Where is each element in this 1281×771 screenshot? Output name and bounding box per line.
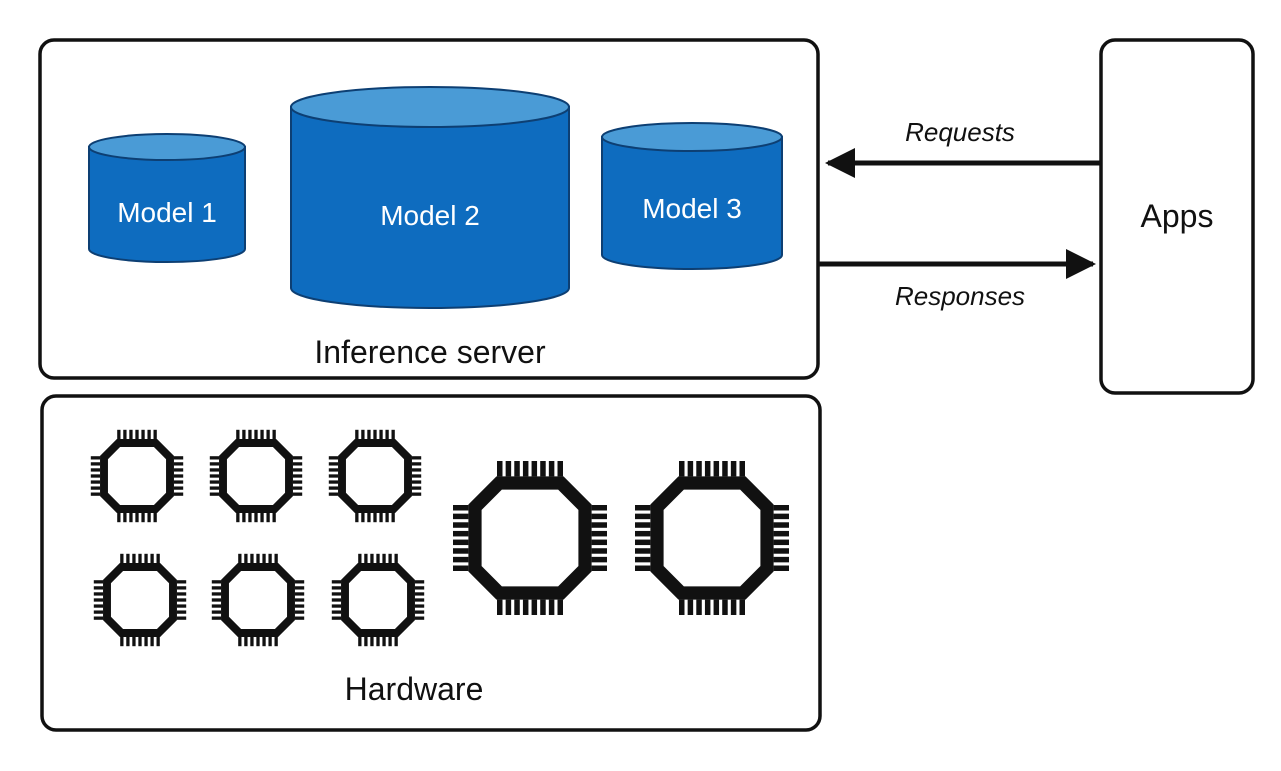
apps-box: Apps bbox=[1099, 38, 1255, 395]
model-2-cylinder: Model 2 bbox=[290, 86, 570, 309]
model-1-label: Model 1 bbox=[117, 197, 217, 228]
hardware-box: Hardware bbox=[40, 394, 822, 732]
model-1-cylinder: Model 1 bbox=[88, 133, 246, 263]
chip-icon bbox=[90, 429, 184, 523]
chip-icon bbox=[328, 429, 422, 523]
model-3-label: Model 3 bbox=[642, 193, 742, 224]
requests-label: Requests bbox=[905, 117, 1015, 147]
model-3-cylinder: Model 3 bbox=[601, 122, 783, 270]
chip-icon bbox=[93, 553, 187, 647]
inference-server-label: Inference server bbox=[314, 334, 546, 370]
chip-icon bbox=[331, 553, 425, 647]
chip-icon bbox=[209, 429, 303, 523]
model-2-label: Model 2 bbox=[380, 200, 480, 231]
responses-arrow: Responses bbox=[818, 249, 1096, 311]
chip-icon bbox=[211, 553, 305, 647]
requests-arrow: Requests bbox=[825, 117, 1101, 178]
model-cylinders: Model 1 Model 2 Model 3 bbox=[88, 86, 783, 309]
hardware-label: Hardware bbox=[345, 671, 484, 707]
chip-grid bbox=[90, 429, 789, 647]
chip-icon bbox=[635, 461, 789, 615]
responses-label: Responses bbox=[895, 281, 1025, 311]
apps-label: Apps bbox=[1141, 198, 1214, 234]
chip-icon bbox=[453, 461, 607, 615]
